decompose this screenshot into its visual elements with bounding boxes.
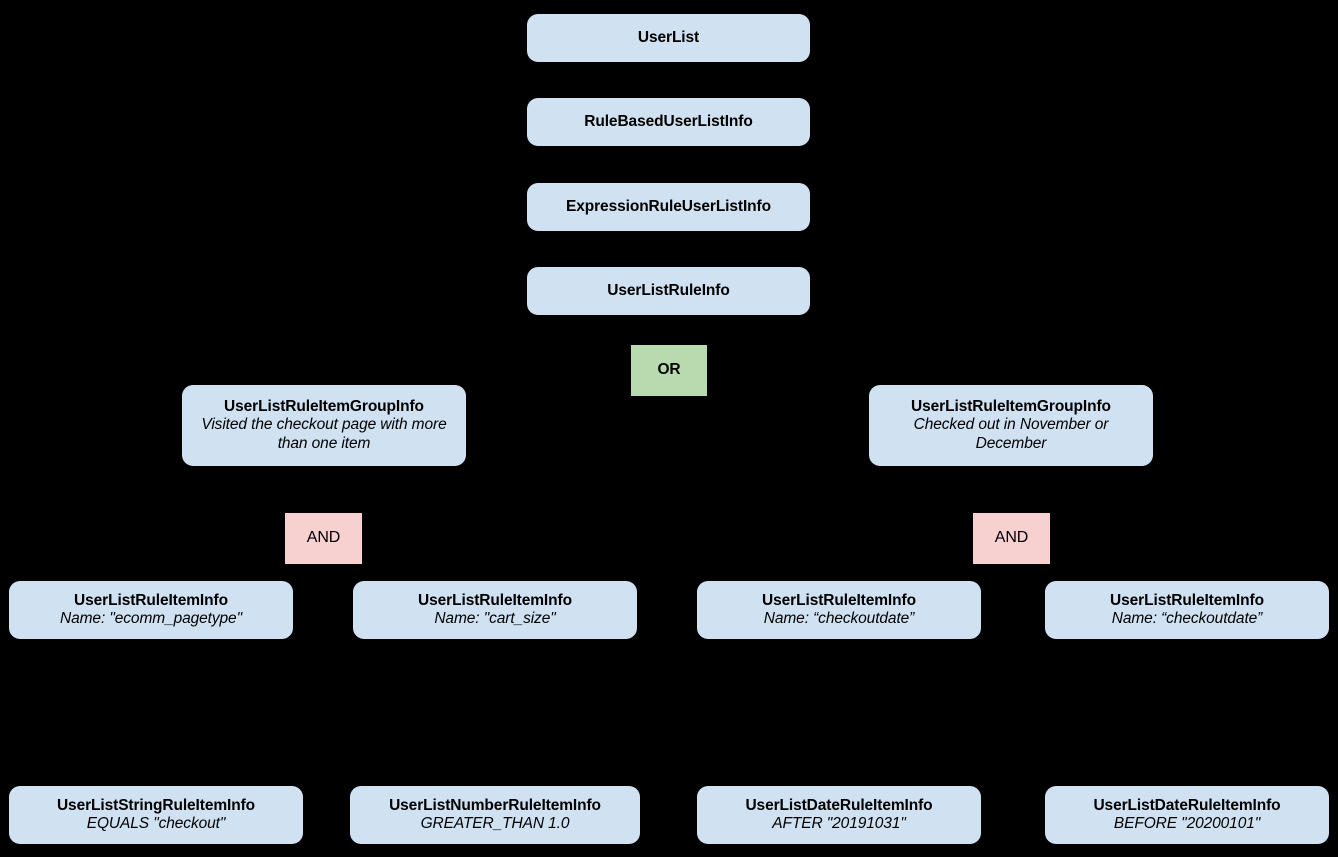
- edge-userlistruleinfo-to-group-right: [667, 314, 1016, 389]
- node-title: UserListStringRuleItemInfo: [56, 796, 256, 814]
- edge-item-cart-size-to-number-rule-greater-than: [490, 639, 500, 790]
- node-or-operator[interactable]: OR: [631, 345, 707, 396]
- node-rulebaseduserlistinfo[interactable]: RuleBasedUserListInfo: [527, 98, 810, 146]
- edge-item-checkoutdate-after-to-date-rule-after: [834, 639, 844, 790]
- node-subtitle: Name: “checkoutdate”: [1111, 610, 1263, 627]
- node-title: UserListRuleItemInfo: [762, 591, 916, 609]
- node-userlistruleinfo[interactable]: UserListRuleInfo: [527, 267, 810, 315]
- node-subtitle: GREATER_THAN 1.0: [420, 815, 570, 832]
- node-subtitle: Visited the checkout page with more than…: [201, 416, 447, 452]
- node-subtitle: Checked out in November or December: [913, 416, 1109, 452]
- node-subtitle: BEFORE "20200101": [1113, 815, 1261, 832]
- node-title: OR: [657, 361, 681, 379]
- node-title: UserListRuleItemInfo: [1110, 591, 1264, 609]
- node-title: RuleBasedUserListInfo: [584, 112, 753, 130]
- node-and-right[interactable]: AND: [973, 513, 1050, 564]
- node-title: UserListRuleItemGroupInfo: [911, 398, 1111, 416]
- node-title: AND: [994, 529, 1029, 547]
- node-subtitle: Name: “checkoutdate”: [763, 610, 915, 627]
- node-title: ExpressionRuleUserListInfo: [566, 197, 771, 215]
- node-title: UserListDateRuleItemInfo: [1093, 796, 1281, 814]
- node-subtitle: EQUALS "checkout": [86, 815, 226, 832]
- node-title: UserListNumberRuleItemInfo: [389, 796, 601, 814]
- edge-userlistruleinfo-to-group-left: [319, 314, 670, 389]
- node-userlist[interactable]: UserList: [527, 14, 810, 62]
- node-subtitle: Name: "cart_size": [434, 610, 556, 627]
- edge-expressionruleuserlistinfo-to-userlistruleinfo: [663, 231, 674, 271]
- node-and-left[interactable]: AND: [285, 513, 362, 564]
- node-title: UserListDateRuleItemInfo: [745, 796, 933, 814]
- edge-rulebaseduserlistinfo-to-expressionruleuserlistinfo: [663, 146, 674, 187]
- edge-userlist-to-rulebaseduserlistinfo: [663, 62, 674, 102]
- node-title: AND: [306, 529, 341, 547]
- node-title: UserListRuleItemInfo: [74, 591, 228, 609]
- node-title: UserList: [637, 28, 700, 46]
- node-subtitle: AFTER "20191031": [772, 815, 906, 832]
- node-title: UserListRuleInfo: [607, 281, 730, 299]
- node-subtitle: Name: "ecomm_pagetype": [60, 610, 242, 627]
- node-title: UserListRuleItemGroupInfo: [224, 398, 424, 416]
- edge-item-ecomm-pagetype-to-string-rule-equals-checkout: [150, 638, 161, 790]
- node-expressionruleuserlistinfo[interactable]: ExpressionRuleUserListInfo: [527, 183, 810, 231]
- edge-item-checkoutdate-before-to-date-rule-before: [1182, 638, 1192, 790]
- node-title: UserListRuleItemInfo: [418, 591, 572, 609]
